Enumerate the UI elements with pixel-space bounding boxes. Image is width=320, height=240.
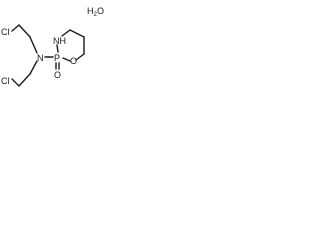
bond-p-nh <box>56 44 59 53</box>
atom-cl-upper: Cl <box>1 27 10 37</box>
bond-ring-c1-c2 <box>69 29 85 38</box>
bond-upper-c1-c2 <box>18 24 31 38</box>
hydrate-o: O <box>97 6 104 16</box>
bond-cl-lower-c1 <box>11 78 20 87</box>
hydrate-subscript: 2 <box>94 12 98 18</box>
hydrate-label: H 2 O <box>87 6 104 18</box>
bond-nh-c1 <box>61 29 71 37</box>
atom-p: P <box>54 53 60 63</box>
bond-ring-c3-o <box>75 53 85 61</box>
atom-nh-ring: NH <box>53 36 66 46</box>
atom-o-ring: O <box>70 56 77 66</box>
atom-o-double: O <box>54 70 61 80</box>
bond-o-p <box>62 57 71 62</box>
bond-lower-c2-n <box>29 60 38 75</box>
atom-cl-lower: Cl <box>1 76 10 86</box>
bond-cl-upper-c1 <box>11 24 20 32</box>
hydrate-h: H <box>87 6 94 16</box>
bond-upper-c2-n <box>29 36 38 54</box>
atom-n-amine: N <box>37 53 44 63</box>
cyclophosphamide-structure: H 2 O Cl Cl N NH P O O <box>1 6 104 87</box>
bond-lower-c1-c2 <box>18 73 31 87</box>
